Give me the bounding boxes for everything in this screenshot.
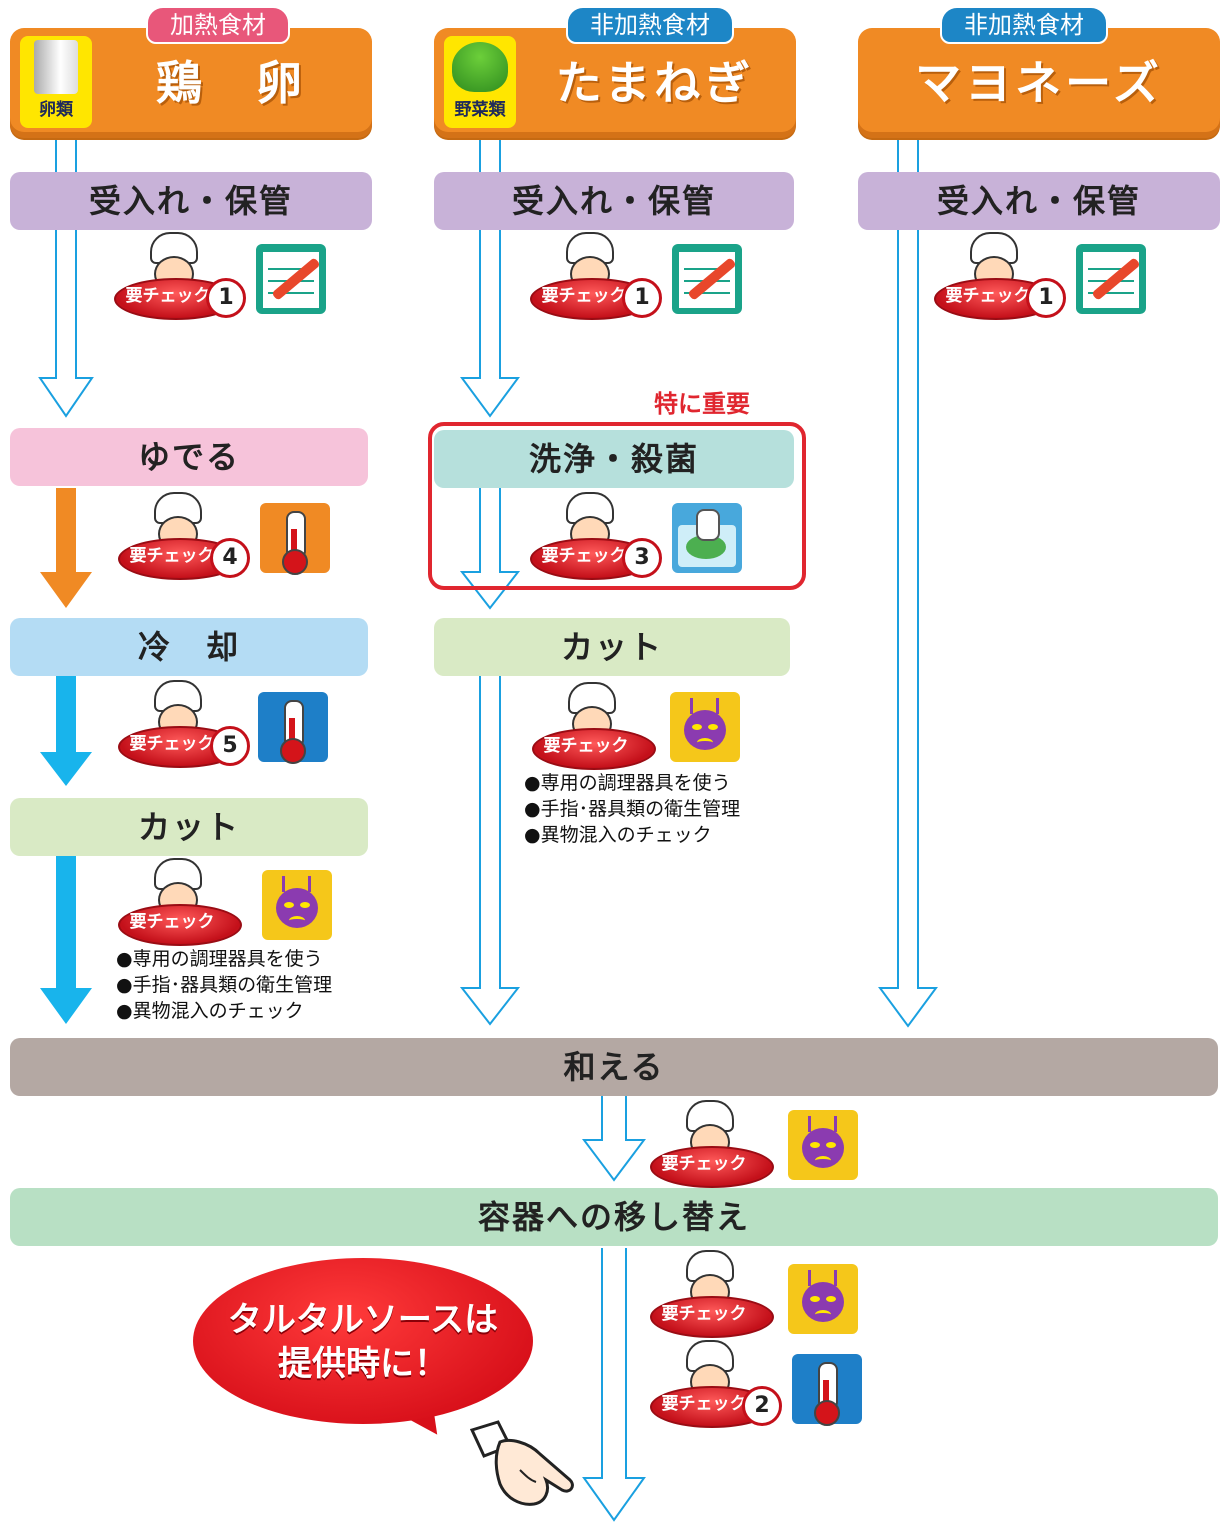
washing-icon xyxy=(672,503,742,573)
egg-cut-notes: 専用の調理器具を使う 手指･器具類の衛生管理 異物混入のチェック xyxy=(116,946,333,1024)
thermometer-icon xyxy=(260,503,330,575)
onion-cut-notes: 専用の調理器具を使う 手指･器具類の衛生管理 異物混入のチェック xyxy=(524,770,741,848)
check-number: 2 xyxy=(742,1386,782,1426)
check-number: 3 xyxy=(622,538,662,578)
check-label: 要チェック xyxy=(129,912,215,932)
check-label: 要チェック xyxy=(661,1394,747,1414)
checklist-icon xyxy=(256,244,326,314)
check-label: 要チェック xyxy=(945,286,1031,306)
transfer-arrow-out xyxy=(582,1248,646,1522)
egg-step-receive: 受入れ・保管 xyxy=(10,172,372,230)
chef-icon xyxy=(686,1250,734,1282)
check-badge: 要チェック 4 xyxy=(118,492,258,580)
egg-header: 卵類 鶏 卵 xyxy=(10,28,372,138)
note-item: 専用の調理器具を使う xyxy=(524,770,740,796)
onion-category-label: 野菜類 xyxy=(454,100,506,120)
check-badge: 要チェック 2 xyxy=(650,1340,790,1428)
callout-text: タルタルソースは 提供時に！ xyxy=(193,1298,533,1386)
check-badge: 要チェック xyxy=(650,1100,790,1188)
egg-step-cut: カット xyxy=(10,798,368,856)
mayo-title: マヨネーズ xyxy=(915,56,1163,110)
mayo-step-receive: 受入れ・保管 xyxy=(858,172,1220,230)
note-item: 手指･器具類の衛生管理 xyxy=(116,972,333,998)
germ-icon xyxy=(670,692,740,762)
egg-step-boil: ゆでる xyxy=(10,428,368,486)
egg-arrow-boil-cool xyxy=(40,488,92,608)
onion-header: 野菜類 たまねぎ xyxy=(434,28,796,138)
onion-icon xyxy=(452,42,508,92)
note-item: 専用の調理器具を使う xyxy=(116,946,332,972)
onion-tab: 非加熱食材 xyxy=(566,6,734,44)
egg-icon xyxy=(34,40,78,94)
callout-bubble xyxy=(193,1258,533,1424)
check-number: 1 xyxy=(206,278,246,318)
egg-arrow-cool-cut xyxy=(40,676,92,786)
check-badge: 要チェック 1 xyxy=(934,232,1074,320)
callout-line2: 提供時に！ xyxy=(278,1344,448,1384)
onion-category-badge: 野菜類 xyxy=(444,36,516,128)
check-number: 1 xyxy=(1026,278,1066,318)
check-number: 4 xyxy=(210,538,250,578)
check-badge: 要チェック 5 xyxy=(118,680,258,768)
thermometer-icon xyxy=(792,1354,862,1426)
check-label: 要チェック xyxy=(541,286,627,306)
callout-line1: タルタルソースは xyxy=(227,1300,499,1340)
step-mix: 和える xyxy=(10,1038,1218,1096)
check-label: 要チェック xyxy=(129,734,215,754)
egg-category-badge: 卵類 xyxy=(20,36,92,128)
check-badge: 要チェック 1 xyxy=(530,232,670,320)
onion-title: たまねぎ xyxy=(555,56,755,110)
check-label: 要チェック xyxy=(125,286,211,306)
important-label: 特に重要 xyxy=(654,390,750,418)
check-number: 5 xyxy=(210,726,250,766)
thermometer-icon xyxy=(258,692,328,764)
germ-icon xyxy=(788,1110,858,1180)
checklist-icon xyxy=(672,244,742,314)
egg-tab: 加熱食材 xyxy=(146,6,290,44)
check-label: 要チェック xyxy=(661,1154,747,1174)
onion-arrow-cut-mix xyxy=(459,676,521,1026)
egg-arrow-cut-mix xyxy=(40,856,92,1024)
note-item: 手指･器具類の衛生管理 xyxy=(524,796,741,822)
check-label: 要チェック xyxy=(661,1304,747,1324)
egg-step-cool: 冷 却 xyxy=(10,618,368,676)
egg-arrow-receive-boil xyxy=(38,140,94,418)
egg-title: 鶏 卵 xyxy=(156,56,306,110)
check-badge: 要チェック xyxy=(650,1250,790,1338)
onion-arrow-wash-cut xyxy=(459,488,521,610)
egg-category-label: 卵類 xyxy=(39,100,73,120)
important-box xyxy=(428,422,806,590)
germ-icon xyxy=(262,870,332,940)
check-label: 要チェック xyxy=(129,546,215,566)
germ-icon xyxy=(788,1264,858,1334)
mayo-arrow-receive-mix xyxy=(878,140,938,1028)
onion-arrow-receive-wash xyxy=(460,140,520,418)
check-number: 1 xyxy=(622,278,662,318)
pointing-hand-icon xyxy=(470,1420,574,1506)
check-label: 要チェック xyxy=(541,546,627,566)
note-item: 異物混入のチェック xyxy=(116,998,332,1024)
check-badge: 要チェック xyxy=(118,858,258,946)
check-badge: 要チェック 3 xyxy=(530,492,670,580)
mayo-tab: 非加熱食材 xyxy=(940,6,1108,44)
onion-step-cut: カット xyxy=(434,618,790,676)
chef-icon xyxy=(154,492,202,524)
checklist-icon xyxy=(1076,244,1146,314)
onion-step-receive: 受入れ・保管 xyxy=(434,172,794,230)
mix-arrow-transfer xyxy=(582,1096,646,1182)
check-badge: 要チェック 1 xyxy=(114,232,254,320)
check-badge: 要チェック xyxy=(532,682,672,770)
note-item: 異物混入のチェック xyxy=(524,822,740,848)
mayo-header: マヨネーズ xyxy=(858,28,1220,138)
check-label: 要チェック xyxy=(543,736,629,756)
onion-step-wash: 洗浄・殺菌 xyxy=(434,430,794,488)
step-transfer: 容器への移し替え xyxy=(10,1188,1218,1246)
